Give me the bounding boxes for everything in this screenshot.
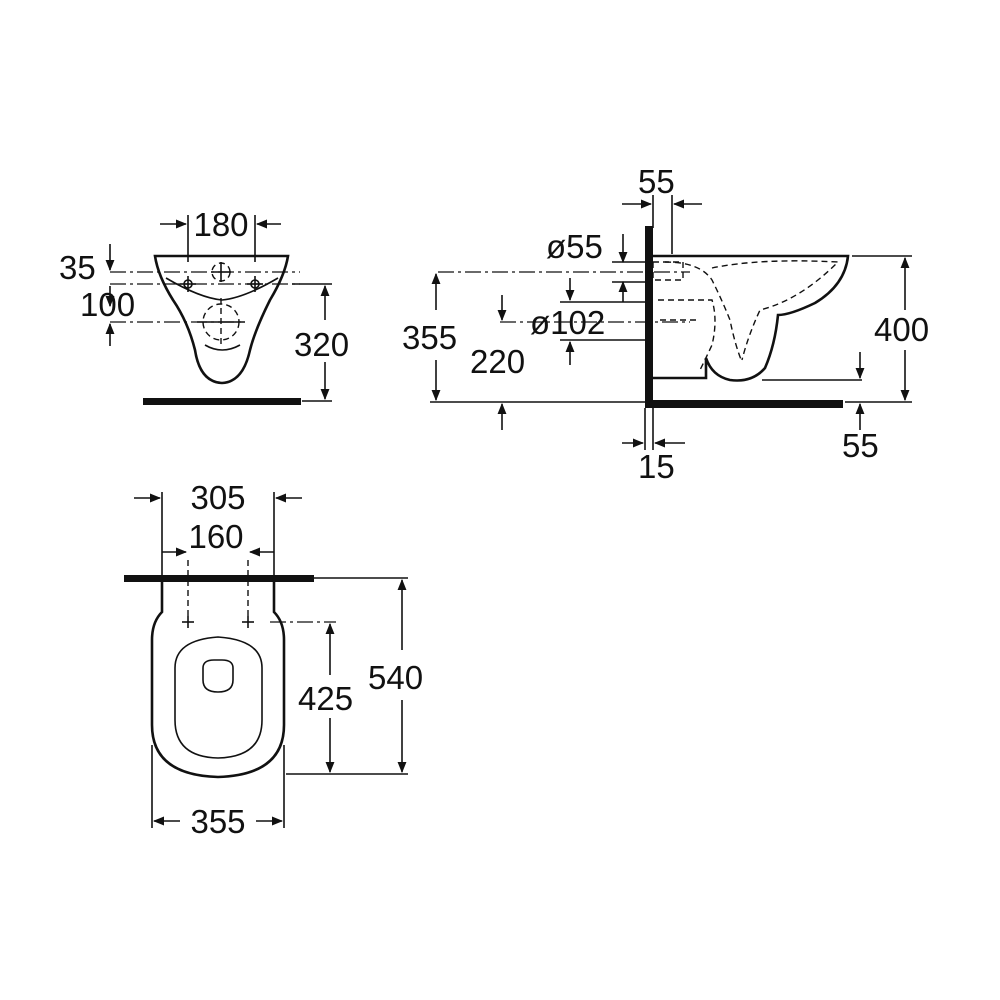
top-bowl-rim <box>174 636 263 759</box>
dim-355-side-label: 355 <box>402 319 457 356</box>
dim-320-label: 320 <box>294 326 349 363</box>
dim-540-label: 540 <box>368 659 423 696</box>
side-floor <box>645 400 843 408</box>
dim-d102-label: ø102 <box>530 304 605 341</box>
top-fixing-hole-left <box>182 616 194 628</box>
side-inlet-pipe <box>652 261 684 281</box>
top-bowl-outlet <box>202 659 234 693</box>
front-bowl-trap <box>204 344 241 351</box>
dim-425-label: 425 <box>298 680 353 717</box>
top-wall <box>124 575 314 582</box>
dim-35-label: 35 <box>59 249 96 286</box>
dim-15-label: 15 <box>638 448 675 485</box>
dim-180-label: 180 <box>193 206 248 243</box>
dim-305-label: 305 <box>190 479 245 516</box>
dim-355-bottom-label: 355 <box>190 803 245 840</box>
top-bowl-outline <box>150 582 286 779</box>
dim-55-floor-label: 55 <box>842 427 879 464</box>
front-view: 180 35 100 320 <box>59 206 349 405</box>
dim-220-label: 220 <box>470 343 525 380</box>
top-view: 305 160 540 425 355 <box>124 479 423 840</box>
dim-400-label: 400 <box>874 311 929 348</box>
dim-d55-label: ø55 <box>546 228 603 265</box>
front-floor-line <box>143 398 301 405</box>
front-bowl-outline <box>153 254 290 385</box>
dim-100-label: 100 <box>80 286 135 323</box>
top-fixing-hole-right <box>242 616 254 628</box>
side-bowl-inner <box>711 260 840 361</box>
front-bowl-inner <box>165 277 279 301</box>
side-wall <box>645 226 653 408</box>
dim-55-top-label: 55 <box>638 163 675 200</box>
side-view: 55 ø55 ø102 355 220 400 55 <box>402 163 929 485</box>
side-bowl-outline <box>653 254 850 382</box>
dim-160-label: 160 <box>188 518 243 555</box>
